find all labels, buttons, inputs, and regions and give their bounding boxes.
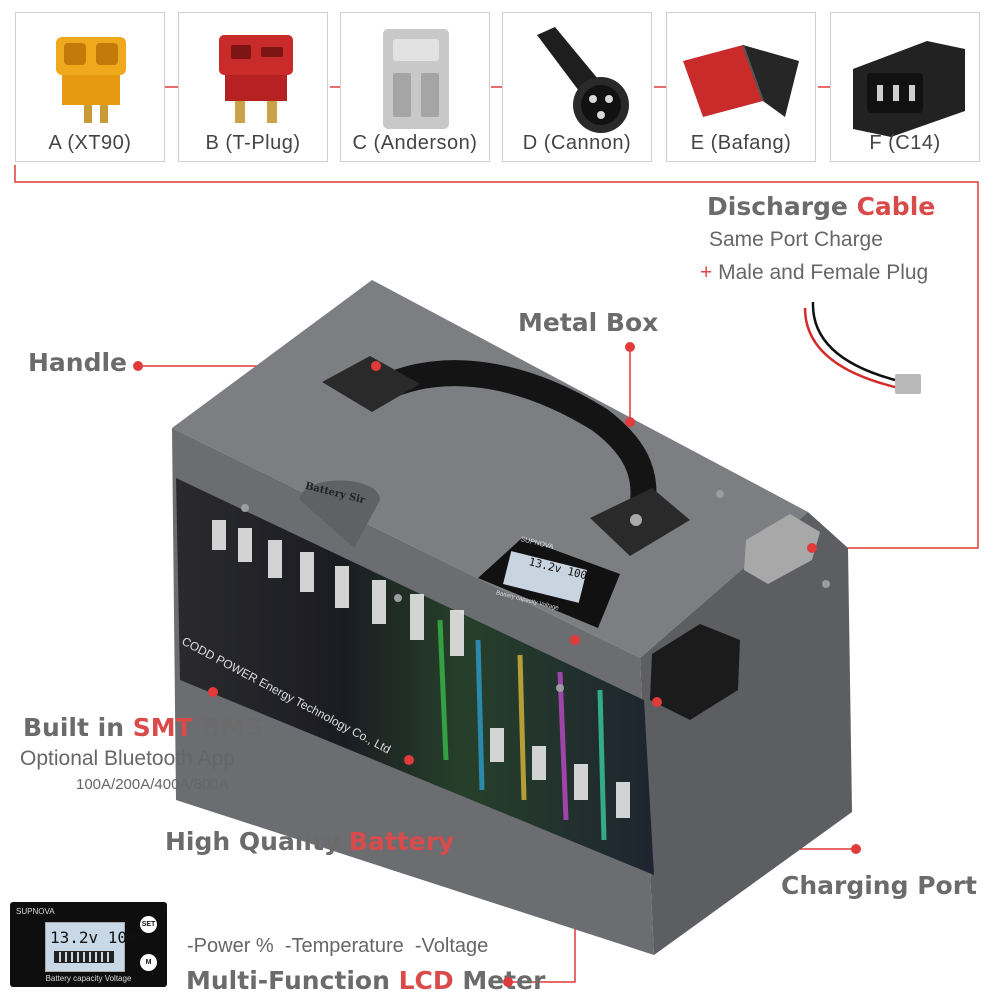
handle-dot [133,361,143,371]
lcd-meter-title: Multi-Function LCD Meter [186,966,546,995]
charging-dot [851,844,861,854]
lcd-dot [503,977,513,987]
connector-e: E (Bafang) [666,12,816,162]
cannon-connector-icon [537,27,629,133]
connector-e-label: E (Bafang) [690,132,792,154]
anderson-connector-icon [383,29,449,129]
handle-title: Handle [28,348,128,377]
set-button: SET [140,916,157,933]
battery-bar-icon [54,951,114,963]
metal-box-dot [625,342,635,352]
lcd-caption: Battery capacity Voltage [45,974,132,983]
lcd-brand: SUPNOVA [16,907,55,916]
connector-d-label: D (Cannon) [522,132,632,154]
connector-a-label: A (XT90) [48,132,132,154]
discharge-cable-title: Discharge Cable [707,192,936,221]
t-plug-connector-icon [219,35,293,123]
lcd-functions-text: -Power % -Temperature -Voltage [187,935,489,957]
battery-title: High Quality Battery [165,827,455,856]
connector-a: A (XT90) [15,12,165,162]
lcd-anchor-dot [570,635,580,645]
bms-current-options: 100A/200A/400A/800A [76,776,229,793]
same-port-charge-text: Same Port Charge [709,228,883,251]
xt90-connector-icon [56,37,126,123]
connector-f: F (C14) [830,12,980,162]
connector-b: B (T-Plug) [178,12,328,162]
battery-dot [404,755,414,765]
lcd-meter-closeup: SUPNOVA 13.2v 100% SET M Battery capacit… [10,902,167,987]
bluetooth-app-text: Optional Bluetooth App [20,747,235,770]
lcd-reading: 13.2v 100% [50,928,147,947]
bafang-connector-icon [683,44,799,117]
bms-dot [208,687,218,697]
connector-b-label: B (T-Plug) [205,132,301,154]
handle-anchor-dot [371,361,381,371]
discharge-cable-icon [803,301,921,394]
metal-box-title: Metal Box [518,308,659,337]
charging-port-title: Charging Port [781,871,977,900]
lcd-screen: 13.2v 100% [45,922,146,972]
bms-title: Built in SMT BMS [23,713,264,742]
mode-button: M [140,954,157,971]
discharge-anchor-dot [807,543,817,553]
metal-box-anchor-dot [625,417,635,427]
charging-anchor-dot [652,697,662,707]
connector-c: C (Anderson) [340,12,490,162]
connector-c-label: C (Anderson) [352,132,478,154]
connector-d: D (Cannon) [502,12,652,162]
connector-f-label: F (C14) [869,132,941,154]
c14-connector-icon [853,41,965,137]
male-female-plug-text: + Male and Female Plug [700,261,929,284]
